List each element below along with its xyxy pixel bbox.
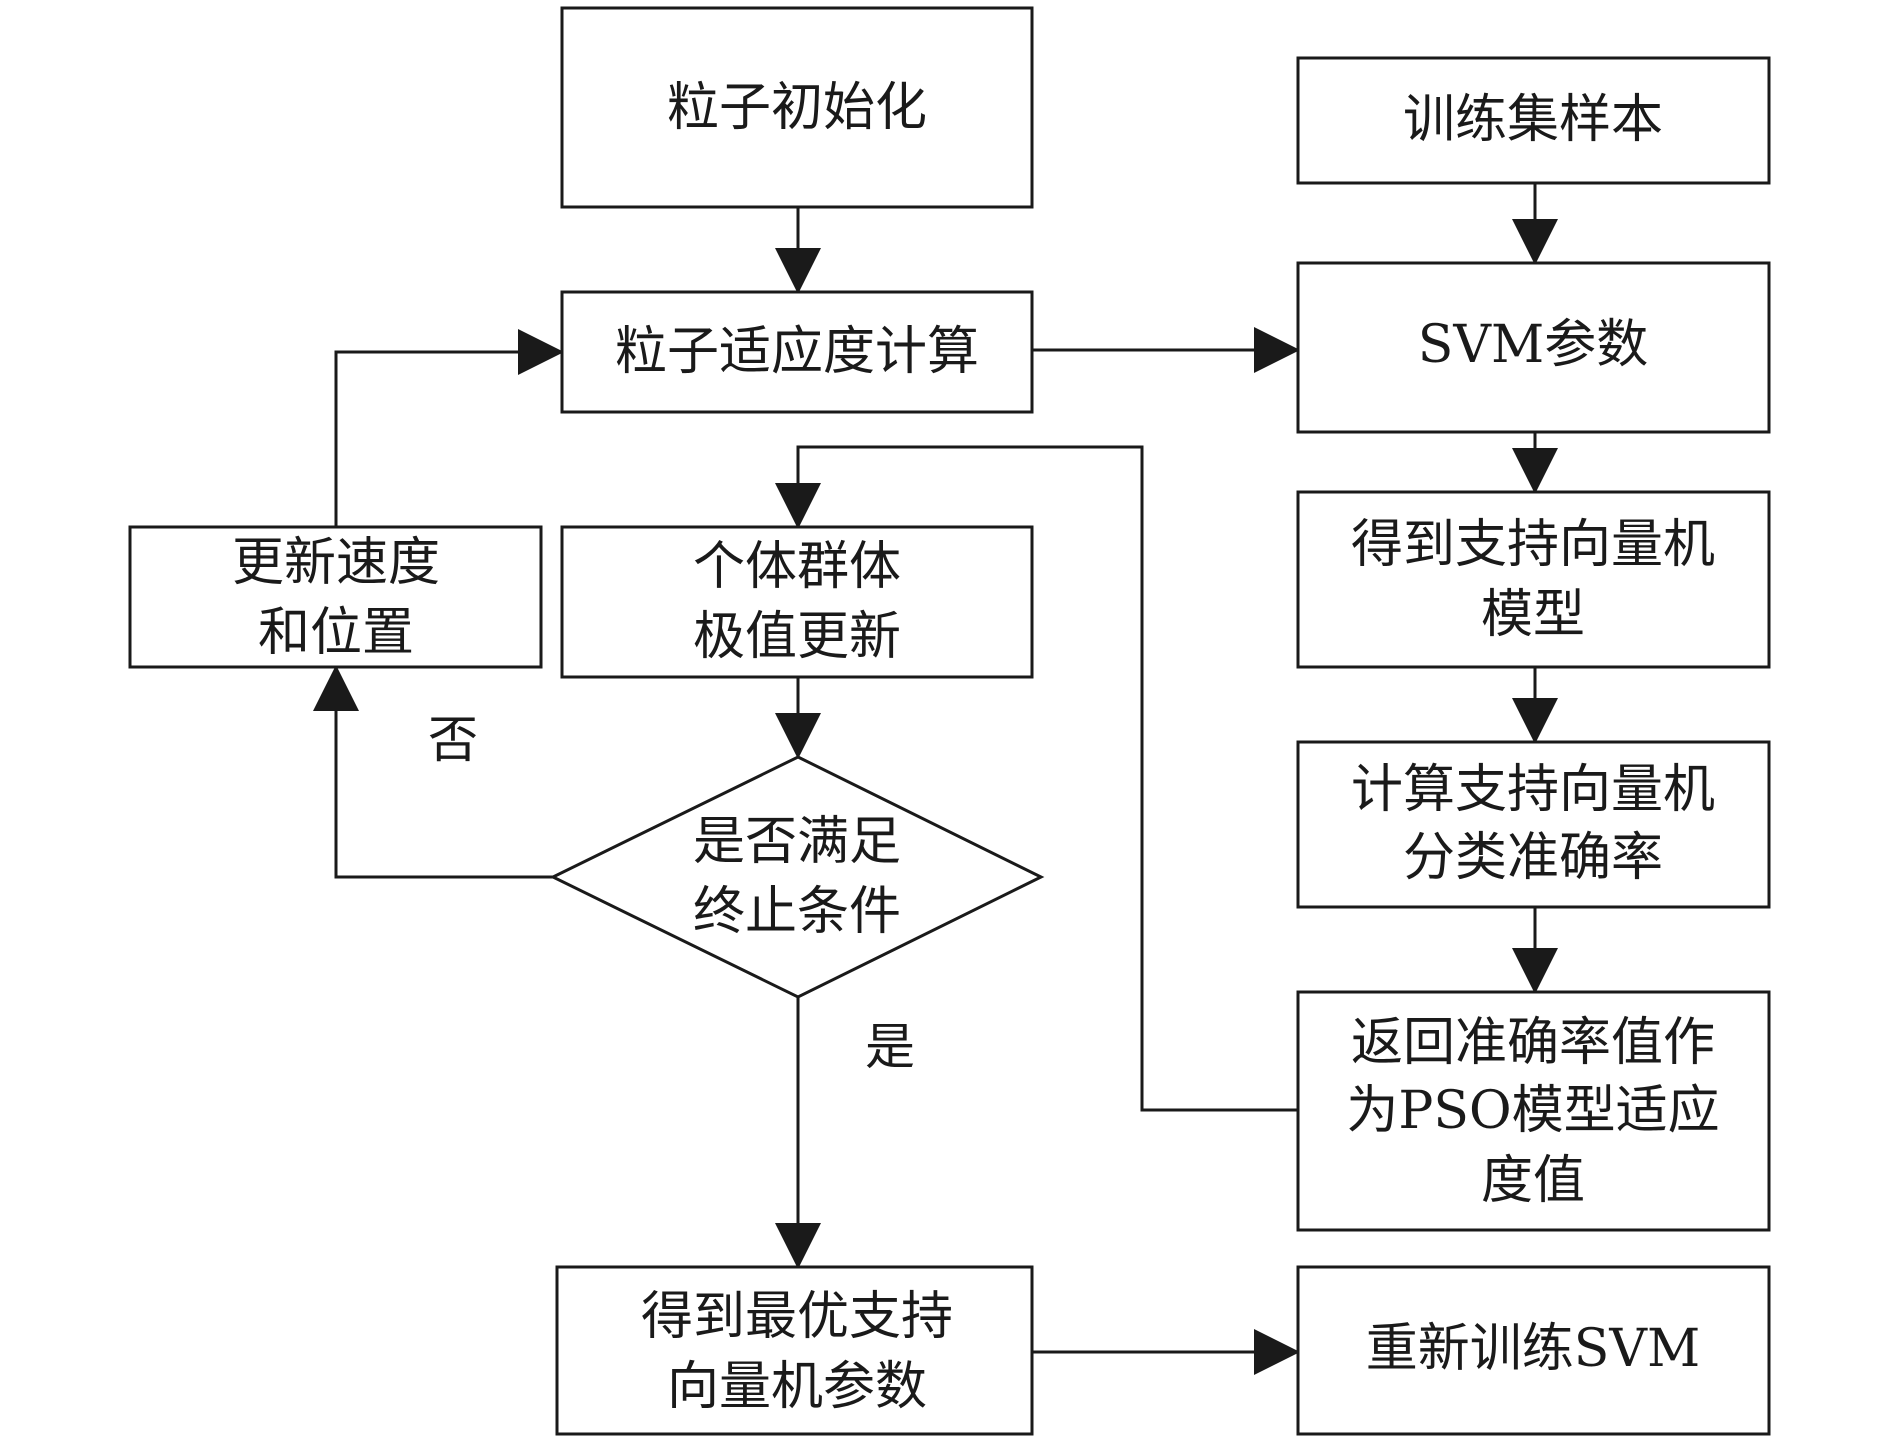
node-update-velocity-line-2: 和位置 <box>258 603 414 663</box>
node-extremum-update-line-2: 极值更新 <box>693 607 901 667</box>
node-return-fitness: 返回准确率值作 为PSO模型适应 度值 <box>1296 990 1771 1232</box>
edge-return-to-extremum <box>775 445 1298 1112</box>
node-return-fitness-line-1: 返回准确率值作 <box>1351 1013 1715 1073</box>
node-update-velocity: 更新速度 和位置 <box>128 525 543 669</box>
node-fitness-calc-line-1: 粒子适应度计算 <box>615 322 979 382</box>
node-training-samples: 训练集样本 <box>1296 56 1771 185</box>
node-return-fitness-line-3: 度值 <box>1481 1151 1585 1211</box>
node-particle-init-line-1: 粒子初始化 <box>667 78 927 138</box>
nodes: 粒子初始化 粒子适应度计算 更新速度 和位置 个体群体 极值更新 是否满足 终止… <box>128 6 1771 1436</box>
node-termination-check-line-1: 是否满足 <box>693 812 901 872</box>
node-retrain-svm-line-1: 重新训练SVM <box>1366 1319 1700 1379</box>
edge-update-to-fitness <box>334 329 564 527</box>
node-accuracy-calc-line-1: 计算支持向量机 <box>1351 760 1715 820</box>
node-extremum-update: 个体群体 极值更新 <box>560 525 1034 679</box>
node-return-fitness-line-2: 为PSO模型适应 <box>1346 1081 1719 1141</box>
edge-label-yes: 是 <box>865 1018 915 1076</box>
node-retrain-svm: 重新训练SVM <box>1296 1265 1771 1436</box>
node-optimal-params-line-2: 向量机参数 <box>667 1357 927 1417</box>
node-termination-check-line-2: 终止条件 <box>693 882 901 942</box>
node-svm-model-line-2: 模型 <box>1481 585 1585 645</box>
node-fitness-calc: 粒子适应度计算 <box>560 290 1034 414</box>
node-optimal-params-line-1: 得到最优支持 <box>641 1287 953 1347</box>
node-accuracy-calc: 计算支持向量机 分类准确率 <box>1296 740 1771 909</box>
node-update-velocity-line-1: 更新速度 <box>232 533 440 593</box>
node-termination-check: 是否满足 终止条件 <box>549 755 1045 999</box>
node-svm-model-line-1: 得到支持向量机 <box>1351 515 1715 575</box>
node-optimal-params: 得到最优支持 向量机参数 <box>555 1265 1034 1436</box>
node-training-samples-line-1: 训练集样本 <box>1403 90 1663 150</box>
edges <box>313 183 1558 1375</box>
node-particle-init: 粒子初始化 <box>560 6 1034 209</box>
edge-labels: 否 是 <box>428 711 915 1076</box>
node-svm-params-line-1: SVM参数 <box>1418 315 1648 375</box>
node-svm-params: SVM参数 <box>1296 261 1771 434</box>
edge-termination-no-to-update <box>313 665 553 879</box>
node-extremum-update-line-1: 个体群体 <box>693 537 901 597</box>
node-svm-model: 得到支持向量机 模型 <box>1296 490 1771 669</box>
node-accuracy-calc-line-2: 分类准确率 <box>1403 828 1663 888</box>
edge-label-no: 否 <box>428 711 478 769</box>
